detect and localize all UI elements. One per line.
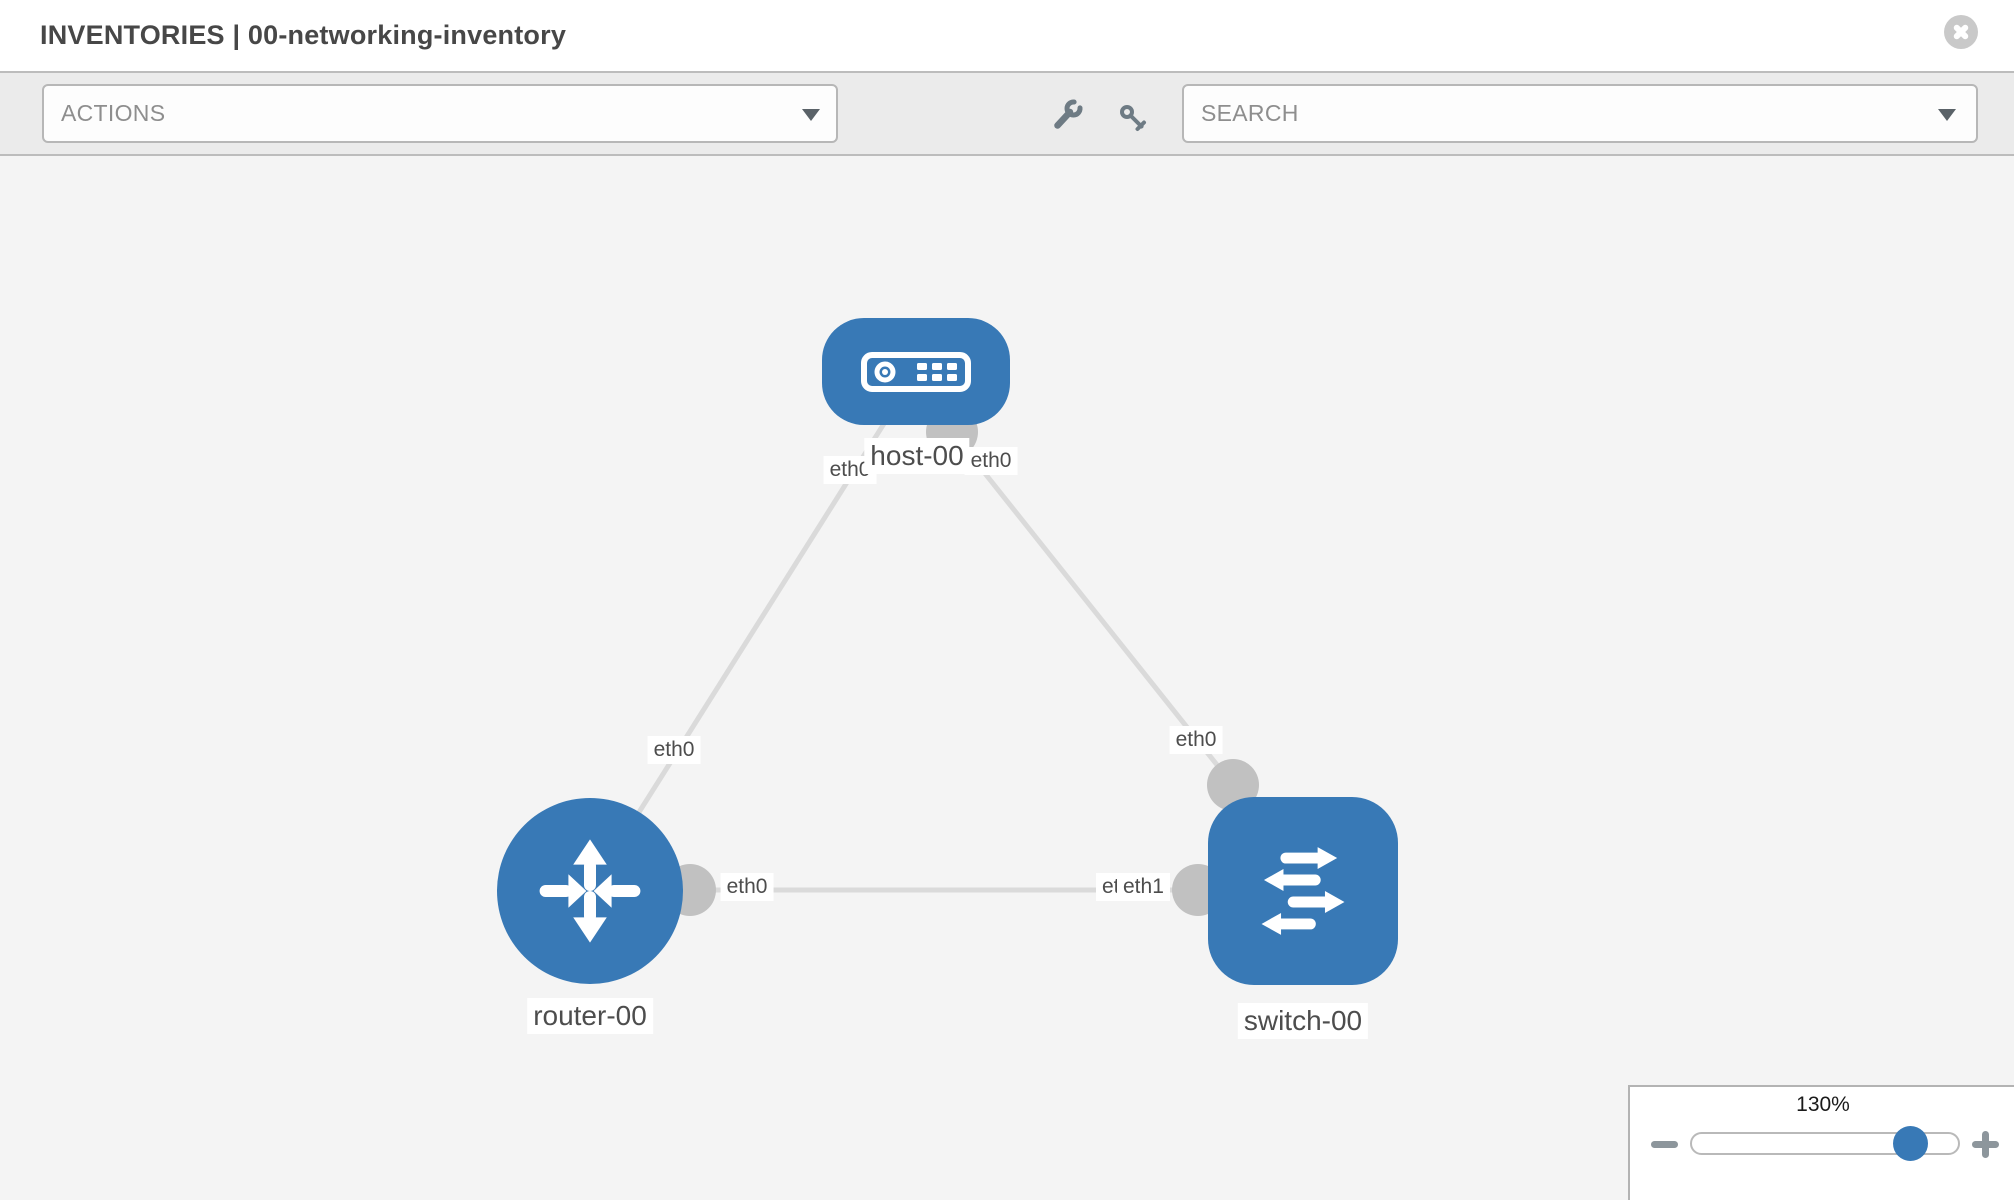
key-icon[interactable] — [1117, 102, 1149, 134]
wrench-icon[interactable] — [1051, 98, 1085, 132]
header-bar: INVENTORIES | 00-networking-inventory — [0, 0, 2014, 71]
search-dropdown-label: SEARCH — [1201, 100, 1299, 126]
interface-label: eth0 — [964, 447, 1018, 476]
node-router[interactable] — [497, 798, 683, 984]
switch-icon — [1261, 847, 1345, 935]
node-host[interactable] — [822, 318, 1010, 425]
topology-links-layer — [587, 401, 1259, 916]
link-router-host[interactable] — [587, 401, 900, 892]
node-label-router: router-00 — [527, 998, 653, 1035]
caret-down-icon — [802, 109, 820, 121]
zoom-level-value: 130% — [1796, 1093, 1850, 1116]
actions-dropdown-label: ACTIONS — [61, 100, 166, 126]
interface-label: eth1 — [1117, 873, 1170, 902]
interface-label: eth0 — [1169, 726, 1223, 755]
zoom-control-panel: 130% — [1628, 1085, 2014, 1200]
zoom-slider-thumb[interactable] — [1893, 1126, 1928, 1161]
node-label-host: host-00 — [864, 438, 970, 475]
router-icon — [539, 839, 641, 943]
plus-icon-bar — [1982, 1131, 1989, 1158]
node-label-switch: switch-00 — [1237, 1003, 1369, 1040]
zoom-slider[interactable] — [1690, 1126, 1960, 1161]
interface-label: eth0 — [720, 873, 774, 902]
page-title: INVENTORIES | 00-networking-inventory — [40, 20, 567, 50]
close-icon[interactable] — [1944, 15, 1978, 49]
actions-dropdown[interactable]: ACTIONS — [42, 84, 838, 143]
host-icon — [861, 351, 971, 392]
zoom-in-plus-icon[interactable] — [1972, 1131, 1999, 1158]
zoom-out-minus-icon[interactable] — [1651, 1141, 1678, 1148]
interface-label: eth0 — [647, 736, 701, 765]
topology-canvas[interactable]: host-00 eth0 eth0 eth0 eth0 eth0 eth0 et… — [0, 156, 2014, 1200]
search-dropdown[interactable]: SEARCH — [1182, 84, 1978, 143]
caret-down-icon — [1938, 109, 1956, 121]
node-switch[interactable] — [1208, 797, 1398, 985]
